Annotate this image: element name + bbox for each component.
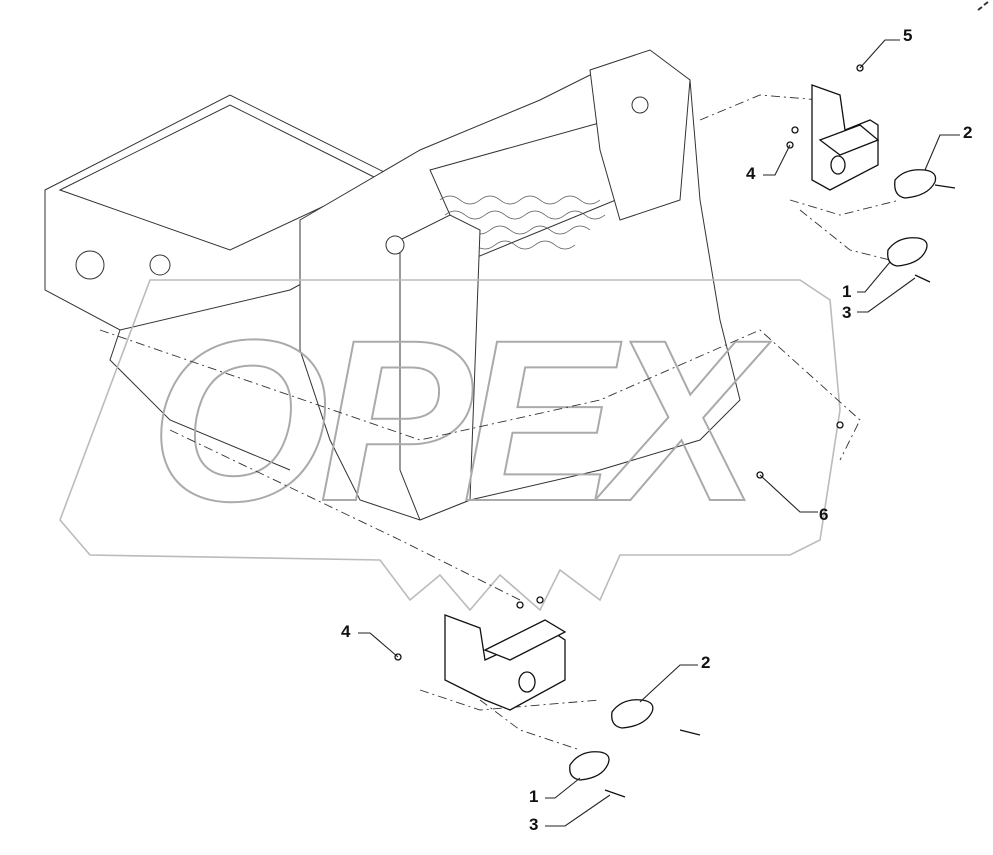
marker-lamp-bottom-lower xyxy=(569,751,626,798)
callout-4-top: 4 xyxy=(746,164,756,183)
callout-6: 6 xyxy=(819,505,828,524)
callout-1-top: 1 xyxy=(842,282,851,301)
opex-watermark-logo: OPEX xyxy=(59,279,841,612)
callout-3-top: 3 xyxy=(842,303,851,322)
callout-2-top: 2 xyxy=(963,123,972,142)
screw-bottom xyxy=(536,596,544,604)
callout-5-top: 5 xyxy=(903,26,912,45)
marker-lamp-top-upper xyxy=(894,169,956,199)
callout-1-bottom: 1 xyxy=(529,787,538,806)
alignment-lines xyxy=(99,94,901,751)
nut-bottom xyxy=(516,601,524,609)
callout-3-bottom: 3 xyxy=(529,815,538,834)
callout-4-bottom: 4 xyxy=(341,622,351,641)
bracket-bottom xyxy=(444,614,567,711)
marker-lamp-bottom-upper xyxy=(611,699,701,736)
svg-text:OPEX: OPEX xyxy=(150,292,771,549)
corner-mark xyxy=(977,1,989,11)
bracket-top xyxy=(811,84,880,191)
callout-2-bottom: 2 xyxy=(701,653,710,672)
machine-frame xyxy=(44,49,741,521)
fastener-6-a xyxy=(836,421,844,429)
marker-lamp-top-lower xyxy=(887,237,931,283)
nut-top xyxy=(791,126,799,134)
leader-lines xyxy=(358,39,960,827)
